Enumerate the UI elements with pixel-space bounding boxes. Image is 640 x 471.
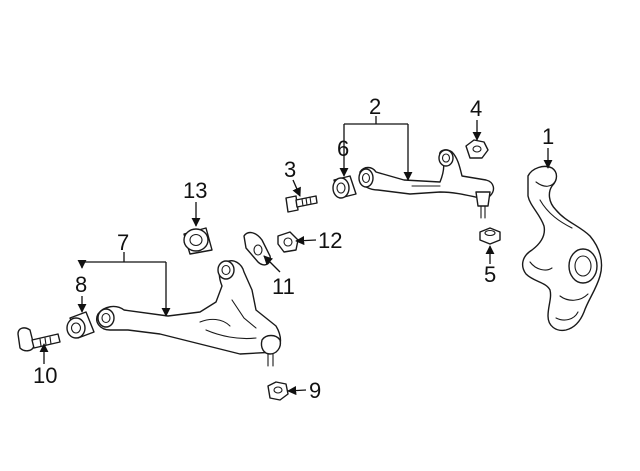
bushing-6: [332, 175, 357, 199]
bushing-8: [66, 311, 95, 339]
cam-bolt-10: [17, 327, 61, 352]
callout-7: 7: [117, 230, 129, 255]
callout-13: 13: [183, 178, 207, 203]
cam-plate-11: [243, 231, 272, 266]
nut-5: [479, 227, 501, 245]
callout-6: 6: [337, 136, 349, 161]
callout-2: 2: [369, 94, 381, 119]
nut-4: [465, 139, 489, 159]
callout-11: 11: [272, 274, 295, 299]
callouts: 1 2 3 4 5 6 7 8 9 10 11 12 13: [33, 94, 554, 403]
lower-control-arm: [96, 260, 282, 367]
callout-4: 4: [470, 96, 482, 121]
bolt-3: [285, 195, 318, 213]
leader-lines: [39, 116, 553, 396]
callout-5: 5: [484, 262, 496, 287]
bushing-13: [183, 227, 213, 255]
bushing-12: [277, 231, 299, 253]
upper-control-arm: [358, 149, 495, 219]
callout-12: 12: [318, 228, 342, 253]
callout-10: 10: [33, 363, 57, 388]
steering-knuckle: [521, 165, 603, 332]
callout-1: 1: [542, 124, 554, 149]
callout-3: 3: [284, 157, 296, 182]
callout-9: 9: [309, 378, 321, 403]
nut-9: [267, 381, 289, 401]
callout-8: 8: [75, 272, 87, 297]
